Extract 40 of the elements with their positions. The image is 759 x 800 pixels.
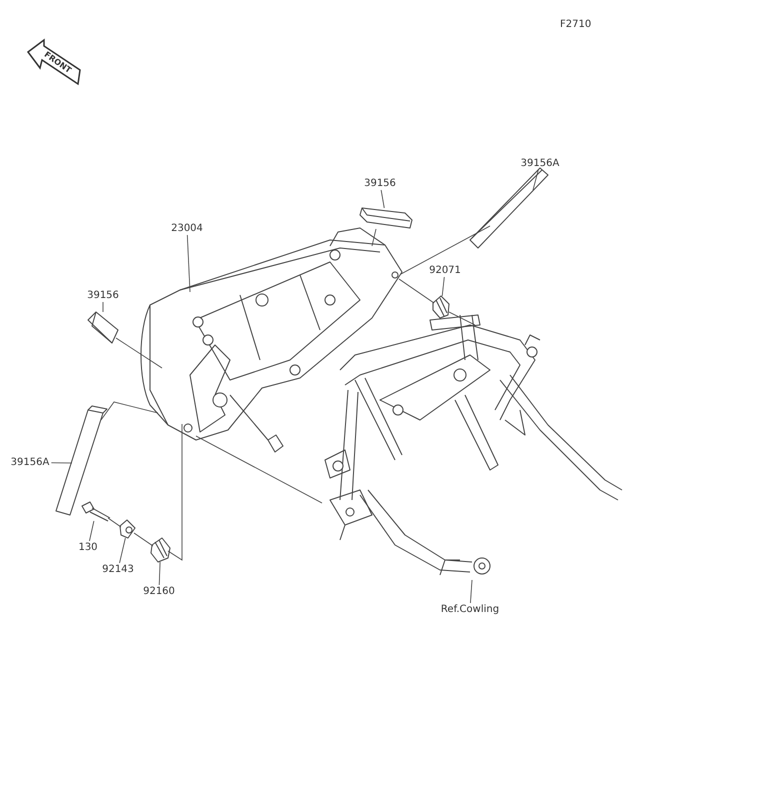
leader-line <box>186 234 190 292</box>
pad-drawing <box>88 312 118 344</box>
part-number: 130 <box>78 542 98 553</box>
frame-drawing <box>324 314 622 576</box>
assembly-line <box>168 424 182 561</box>
strip-drawing <box>56 406 108 516</box>
assembly-line <box>448 312 476 326</box>
part-number: 39156A <box>520 158 560 169</box>
assembly-line <box>372 228 376 246</box>
leader-line <box>102 302 104 312</box>
grommet-drawing <box>432 296 450 318</box>
leader-line <box>470 580 472 604</box>
strip-drawing <box>470 168 548 248</box>
leader-line <box>442 276 445 296</box>
assembly-line <box>196 436 322 504</box>
leader-line <box>50 462 72 464</box>
leader-line <box>89 520 94 542</box>
assembly-line <box>398 278 434 304</box>
part-number: 39156A <box>10 457 50 468</box>
assembly-line <box>400 226 490 274</box>
pad-drawing <box>360 208 412 228</box>
assembly-line <box>116 338 162 368</box>
part-number: 92143 <box>102 564 134 575</box>
bolt-drawing <box>82 502 110 522</box>
assembly-line <box>100 402 158 420</box>
part-number: 23004 <box>171 223 203 234</box>
assembly-line <box>108 518 122 528</box>
collar-drawing <box>120 520 136 538</box>
grommet-drawing <box>150 538 170 562</box>
leader-line <box>119 538 126 564</box>
leader-line <box>532 170 539 190</box>
assembly-line <box>134 532 154 546</box>
part-number: Ref.Cowling <box>440 604 500 615</box>
leader-line <box>380 190 385 208</box>
drawing-code: F2710 <box>560 19 592 31</box>
part-number: 92160 <box>143 586 175 597</box>
part-number: 39156 <box>364 178 396 189</box>
part-number: 92071 <box>429 265 461 276</box>
part-number: 39156 <box>87 290 119 301</box>
leader-line <box>158 562 160 586</box>
